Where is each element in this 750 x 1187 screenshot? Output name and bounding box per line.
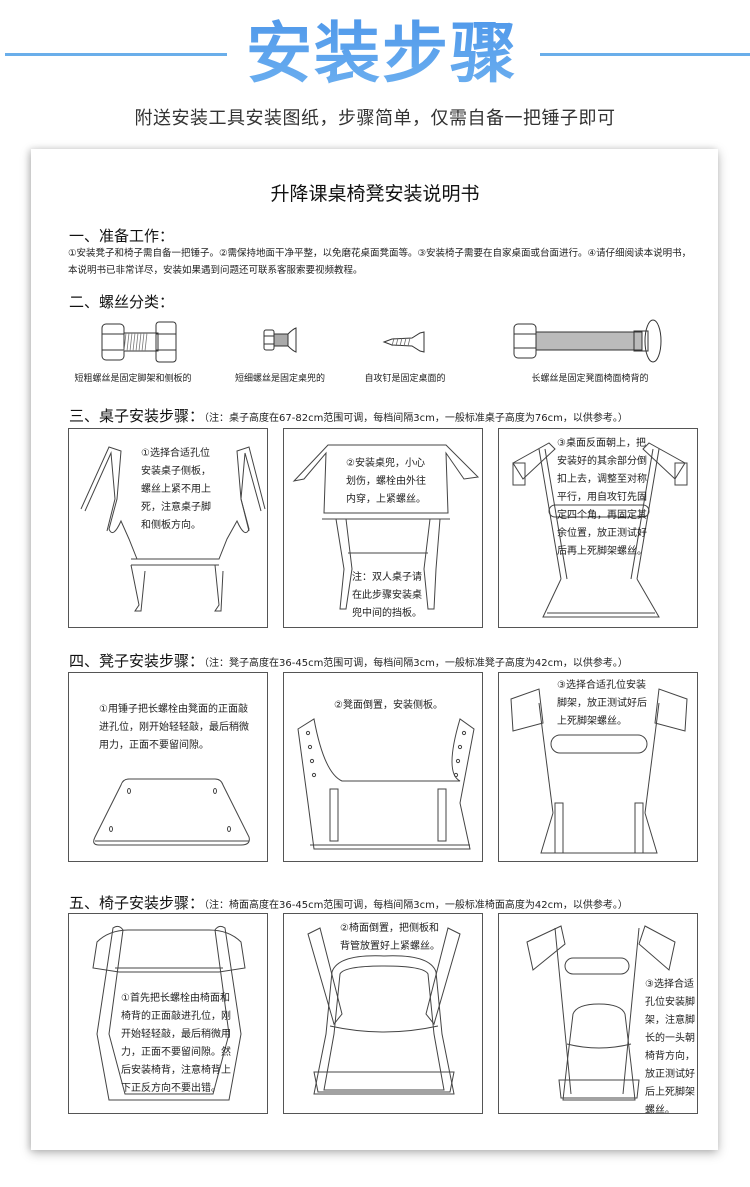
desk-drawer-illustration [292, 444, 480, 610]
desk-step-1-text: ①选择合适孔位 安装桌子侧板， 螺丝上紧不用上 死，注意桌子脚 和侧板方向。 [141, 448, 211, 531]
chair-step-2-text: ②椅面倒置，把侧板和 背管放置好上紧螺丝。 [340, 923, 440, 952]
chair-heading-label: 五、椅子安装步骤： [69, 894, 205, 912]
stool-height-note: （注：凳子高度在36-45cm范围可调，每档间隔3cm，一般标准凳子高度为42c… [204, 658, 628, 669]
chair-step-3-panel: ③选择合适 孔位安装脚 架，注意脚 长的一头朝 椅背方向， 放正测试好 后上死脚… [498, 913, 698, 1114]
chair-legs-illustration [526, 925, 676, 1101]
section-heading-screws: 二、螺丝分类： [69, 293, 175, 311]
stool-step-2-panel: ②凳面倒置，安装侧板。 [283, 672, 483, 862]
stool-heading-label: 四、凳子安装步骤： [69, 652, 205, 670]
prep-text-line2: 本说明书已非常详尽，安装如果遇到问题还可联系客服索要视频教程。 [68, 265, 363, 276]
hero-divider-left [5, 53, 227, 56]
chair-step-1-text: ①首先把长螺栓由椅面和 椅背的正面敲进孔位，刚 开始轻轻敲，最后稍微用 力，正面… [121, 993, 231, 1094]
short-thin-bolt-icon [263, 327, 297, 353]
long-bolt-icon [513, 319, 662, 363]
desk-step-1-panel: ①选择合适孔位 安装桌子侧板， 螺丝上紧不用上 死，注意桌子脚 和侧板方向。 [68, 428, 268, 628]
chair-step-3-text: ③选择合适 孔位安装脚 架，注意脚 长的一头朝 椅背方向， 放正测试好 后上死脚… [645, 979, 695, 1114]
chair-inverted-illustration [307, 927, 461, 1095]
stool-side-panels-illustration [297, 718, 475, 850]
section-heading-stool: 四、凳子安装步骤：（注：凳子高度在36-45cm范围可调，每档间隔3cm，一般标… [69, 651, 628, 674]
stool-step-1-text: ①用锤子把长螺栓由凳面的正面敲 进孔位，刚开始轻轻敲，最后稍微 用力，正面不要留… [99, 704, 249, 751]
chair-step-2-panel: ②椅面倒置，把侧板和 背管放置好上紧螺丝。 [283, 913, 483, 1114]
stool-seat-illustration [93, 778, 250, 846]
desk-side-panels-illustration [80, 446, 266, 612]
screw-caption-self-tapping: 自攻钉是固定桌面的 [364, 374, 446, 384]
desk-step-2-panel: ②安装桌兜，小心 划伤，螺栓由外往 内穿，上紧螺丝。 注：双人桌子请 在此步骤安… [283, 428, 483, 628]
screw-caption-short-thin: 短细螺丝是固定桌兜的 [234, 374, 325, 384]
desk-step-3-text: ③桌面反面朝上，把 安装好的其余部分倒 扣上去，调整至对称 平行，用自攻钉先固 … [557, 438, 647, 557]
stool-step-1-panel: ①用锤子把长螺栓由凳面的正面敲 进孔位，刚开始轻轻敲，最后稍微 用力，正面不要留… [68, 672, 268, 862]
section-heading-desk: 三、桌子安装步骤：（注：桌子高度在67-82cm范围可调，每档间隔3cm，一般标… [69, 406, 628, 429]
chair-step-1-panel: ①首先把长螺栓由椅面和 椅背的正面敲进孔位，刚 开始轻轻敲，最后稍微用 力，正面… [68, 913, 268, 1114]
hero-subtitle: 附送安装工具安装图纸，步骤简单，仅需自备一把锤子即可 [134, 108, 616, 129]
prep-text-line1: ①安装凳子和椅子需自备一把锤子。②需保持地面干净平整，以免磨花桌面凳面等。③安装… [68, 248, 692, 259]
hero-divider-right [540, 53, 750, 56]
desk-step-2-note: 注：双人桌子请 在此步骤安装桌 兜中间的挡板。 [352, 572, 422, 619]
stool-step-2-text: ②凳面倒置，安装侧板。 [334, 700, 443, 711]
section-heading-chair: 五、椅子安装步骤：（注：椅面高度在36-45cm范围可调，每档间隔3cm，一般标… [69, 893, 628, 916]
document-title: 升降课桌椅凳安装说明书 [270, 183, 480, 205]
desk-step-3-panel: ③桌面反面朝上，把 安装好的其余部分倒 扣上去，调整至对称 平行，用自攻钉先固 … [498, 428, 698, 628]
chair-seat-back-illustration [92, 925, 246, 1101]
desk-step-2-text: ②安装桌兜，小心 划伤，螺栓由外往 内穿，上紧螺丝。 [346, 458, 426, 505]
stool-step-3-panel: ③选择合适孔位安装 脚架，放正测试好后 上死脚架螺丝。 [498, 672, 698, 862]
chair-height-note: （注：椅面高度在36-45cm范围可调，每档间隔3cm，一般标准椅面高度为42c… [204, 900, 628, 911]
desk-heading-label: 三、桌子安装步骤： [69, 407, 205, 425]
desk-top-illustration [512, 442, 688, 618]
hero-banner: 安装步骤 附送安装工具安装图纸，步骤简单，仅需自备一把锤子即可 [0, 0, 750, 150]
stool-step-3-text: ③选择合适孔位安装 脚架，放正测试好后 上死脚架螺丝。 [557, 680, 647, 727]
hero-title: 安装步骤 [232, 14, 532, 94]
screw-caption-short-thick: 短粗螺丝是固定脚架和侧板的 [74, 374, 192, 384]
short-thick-bolt-icon [101, 321, 177, 363]
section-heading-prep: 一、准备工作： [69, 227, 175, 245]
self-tapping-screw-icon [382, 331, 425, 353]
screw-caption-long: 长螺丝是固定凳面椅面椅背的 [531, 374, 649, 384]
stool-legs-illustration [510, 688, 688, 854]
desk-height-note: （注：桌子高度在67-82cm范围可调，每档间隔3cm，一般标准桌子高度为76c… [204, 413, 628, 424]
